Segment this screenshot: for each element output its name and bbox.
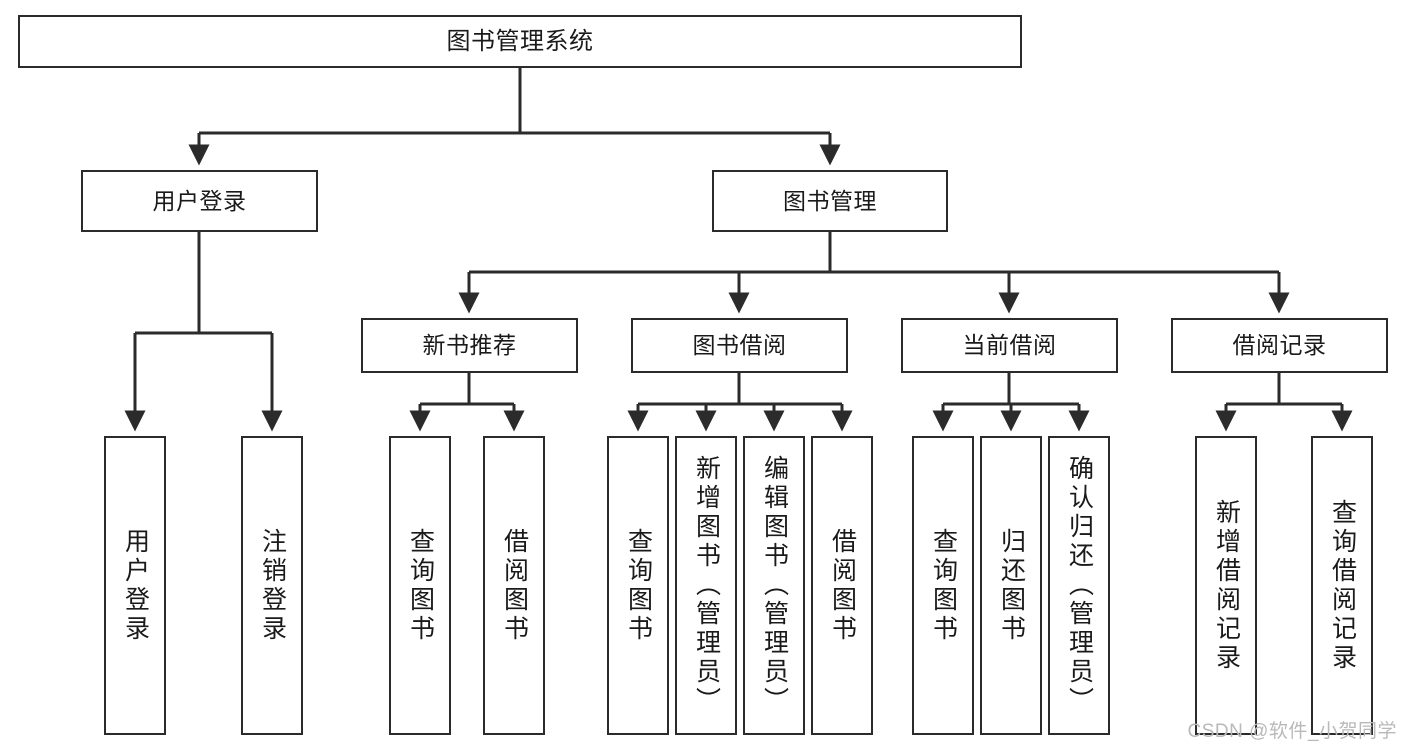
node-book-manage[interactable]: 图书管理 bbox=[712, 170, 948, 232]
node-leaf-query-book-2[interactable]: 查询图书 bbox=[607, 436, 669, 735]
node-leaf-add-record-label: 新增借阅记录 bbox=[1212, 498, 1241, 673]
node-leaf-edit-book-label: 编辑图书（管理员） bbox=[760, 455, 789, 716]
node-new-book-rec-label: 新书推荐 bbox=[422, 332, 517, 359]
node-user-login[interactable]: 用户登录 bbox=[81, 170, 318, 232]
node-leaf-return-book[interactable]: 归还图书 bbox=[980, 436, 1042, 735]
node-leaf-query-book-3-label: 查询图书 bbox=[929, 527, 958, 644]
node-leaf-return-book-label: 归还图书 bbox=[997, 527, 1026, 644]
node-root[interactable]: 图书管理系统 bbox=[18, 15, 1022, 68]
watermark: CSDN @软件_小贺同学 bbox=[1187, 721, 1397, 742]
node-root-label: 图书管理系统 bbox=[446, 27, 594, 55]
node-leaf-query-book-1[interactable]: 查询图书 bbox=[389, 436, 451, 735]
node-leaf-add-record[interactable]: 新增借阅记录 bbox=[1195, 436, 1257, 735]
node-book-borrow[interactable]: 图书借阅 bbox=[631, 318, 848, 373]
node-user-login-label: 用户登录 bbox=[152, 187, 247, 214]
node-current-borrow-label: 当前借阅 bbox=[962, 332, 1057, 359]
node-leaf-query-book-2-label: 查询图书 bbox=[624, 527, 653, 644]
node-leaf-query-record-label: 查询借阅记录 bbox=[1328, 498, 1357, 673]
node-leaf-confirm-return[interactable]: 确认归还（管理员） bbox=[1048, 436, 1110, 735]
node-leaf-query-record[interactable]: 查询借阅记录 bbox=[1311, 436, 1373, 735]
node-leaf-query-book-3[interactable]: 查询图书 bbox=[912, 436, 974, 735]
node-leaf-borrow-book-2-label: 借阅图书 bbox=[828, 527, 857, 644]
node-leaf-user-login[interactable]: 用户登录 bbox=[104, 436, 166, 735]
node-leaf-borrow-book-2[interactable]: 借阅图书 bbox=[811, 436, 873, 735]
node-leaf-user-login-label: 用户登录 bbox=[121, 527, 150, 644]
node-book-manage-label: 图书管理 bbox=[783, 187, 877, 214]
node-borrow-record-label: 借阅记录 bbox=[1232, 332, 1327, 359]
node-leaf-logout-login[interactable]: 注销登录 bbox=[241, 436, 303, 735]
node-leaf-borrow-book-1-label: 借阅图书 bbox=[500, 527, 529, 644]
node-leaf-query-book-1-label: 查询图书 bbox=[406, 527, 435, 644]
node-leaf-add-book[interactable]: 新增图书（管理员） bbox=[675, 436, 737, 735]
node-book-borrow-label: 图书借阅 bbox=[692, 332, 787, 359]
node-leaf-add-book-label: 新增图书（管理员） bbox=[692, 455, 721, 716]
node-new-book-rec[interactable]: 新书推荐 bbox=[361, 318, 578, 373]
node-leaf-confirm-return-label: 确认归还（管理员） bbox=[1065, 455, 1094, 716]
node-leaf-edit-book[interactable]: 编辑图书（管理员） bbox=[743, 436, 805, 735]
node-current-borrow[interactable]: 当前借阅 bbox=[901, 318, 1118, 373]
node-leaf-logout-login-label: 注销登录 bbox=[258, 527, 287, 644]
node-borrow-record[interactable]: 借阅记录 bbox=[1171, 318, 1388, 373]
node-leaf-borrow-book-1[interactable]: 借阅图书 bbox=[483, 436, 545, 735]
